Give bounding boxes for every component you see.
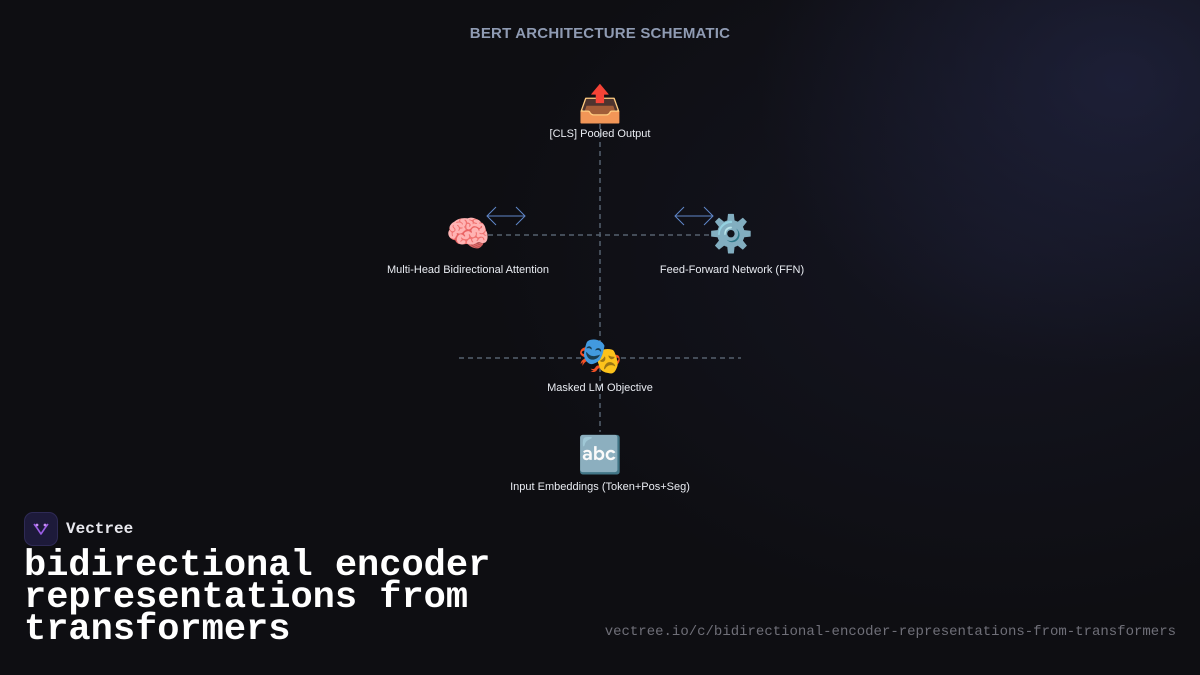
- node-masked-lm-objective: 🎭 Masked LM Objective: [547, 336, 653, 394]
- performing-arts-masks-icon: 🎭: [578, 336, 623, 377]
- node-multi-head-attention: 🧠 Multi-Head Bidirectional Attention: [387, 214, 549, 276]
- diagram-title: BERT ARCHITECTURE SCHEMATIC: [470, 25, 730, 42]
- brand: Vectree: [24, 512, 133, 546]
- node-feed-forward-network: ⚙️ Feed-Forward Network (FFN): [660, 213, 804, 276]
- node-label: [CLS] Pooled Output: [550, 128, 651, 140]
- abc-input-symbols-icon: 🔤: [578, 434, 623, 476]
- node-cls-pooled-output: 📤 [CLS] Pooled Output: [550, 83, 651, 140]
- node-label: Feed-Forward Network (FFN): [660, 264, 804, 276]
- connectors: [459, 124, 741, 432]
- brand-name: Vectree: [66, 520, 134, 538]
- node-label: Multi-Head Bidirectional Attention: [387, 264, 549, 276]
- right-bidirectional-arrow-icon: [674, 206, 714, 226]
- node-label: Masked LM Objective: [547, 382, 653, 394]
- vectree-logo-icon: [24, 512, 58, 546]
- outbox-tray-icon: 📤: [578, 83, 623, 125]
- left-bidirectional-arrow-icon: [486, 206, 526, 226]
- node-label: Input Embeddings (Token+Pos+Seg): [510, 481, 690, 493]
- gear-icon: ⚙️: [709, 213, 754, 255]
- brain-icon: 🧠: [446, 214, 491, 255]
- node-input-embeddings: 🔤 Input Embeddings (Token+Pos+Seg): [510, 434, 690, 493]
- page-headline: bidirectional encoder representations fr…: [24, 545, 491, 651]
- page-url: vectree.io/c/bidirectional-encoder-repre…: [604, 624, 1176, 640]
